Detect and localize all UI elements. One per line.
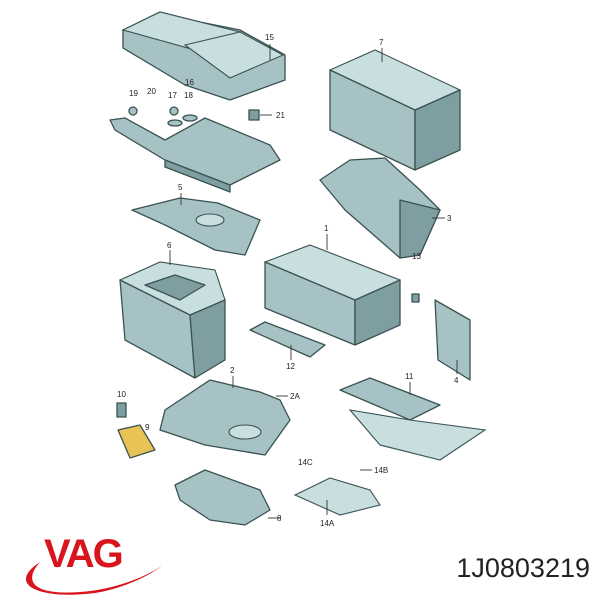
part-number: 1J0803219 (456, 553, 590, 583)
part-5-bracket (131, 197, 261, 256)
callout-18: 18 (184, 91, 193, 100)
callout-8: 8 (277, 514, 282, 523)
callout-labels: 15 7 16 19 20 17 18 21 5 3 1 6 13 12 11 … (117, 33, 459, 528)
part-10-bolt (116, 402, 127, 418)
callout-10: 10 (117, 390, 126, 399)
part-2-base (159, 379, 291, 456)
part-7-battery (328, 49, 462, 171)
callout-14b: 14B (374, 466, 388, 475)
callout-12: 12 (286, 362, 295, 371)
part-15-cover (121, 11, 286, 101)
brand-name: VAG (44, 532, 122, 576)
callout-14a: 14A (320, 519, 335, 528)
part-12-strip (249, 321, 326, 358)
callout-2a: 2A (290, 392, 300, 401)
callout-9: 9 (145, 423, 150, 432)
part-13-clip (411, 293, 420, 303)
callout-4: 4 (454, 376, 459, 385)
part-14a-bracket (293, 477, 381, 516)
callout-20: 20 (147, 87, 156, 96)
callout-7: 7 (379, 38, 384, 47)
callout-21: 21 (276, 111, 285, 120)
callout-3: 3 (447, 214, 452, 223)
part-8-bracket (174, 469, 271, 526)
callout-1: 1 (324, 224, 329, 233)
callout-5: 5 (178, 183, 183, 192)
callout-2: 2 (230, 366, 235, 375)
part-9-nut (117, 424, 156, 459)
callout-15: 15 (265, 33, 274, 42)
part-3-tray (319, 157, 441, 259)
callout-17: 17 (168, 91, 177, 100)
part-6-housing (118, 261, 226, 379)
callout-13: 13 (412, 252, 421, 261)
part-1-battery (263, 244, 402, 346)
callout-19: 19 (129, 89, 138, 98)
leader-lines (169, 44, 458, 519)
callout-6: 6 (167, 241, 172, 250)
part-11-frame (339, 377, 487, 461)
part-4-plate (434, 299, 471, 381)
callout-11: 11 (405, 372, 414, 381)
callout-16: 16 (185, 78, 194, 87)
part-fuse-box (109, 106, 281, 193)
callout-14c: 14C (298, 458, 313, 467)
vag-logo: VAG (25, 532, 163, 595)
